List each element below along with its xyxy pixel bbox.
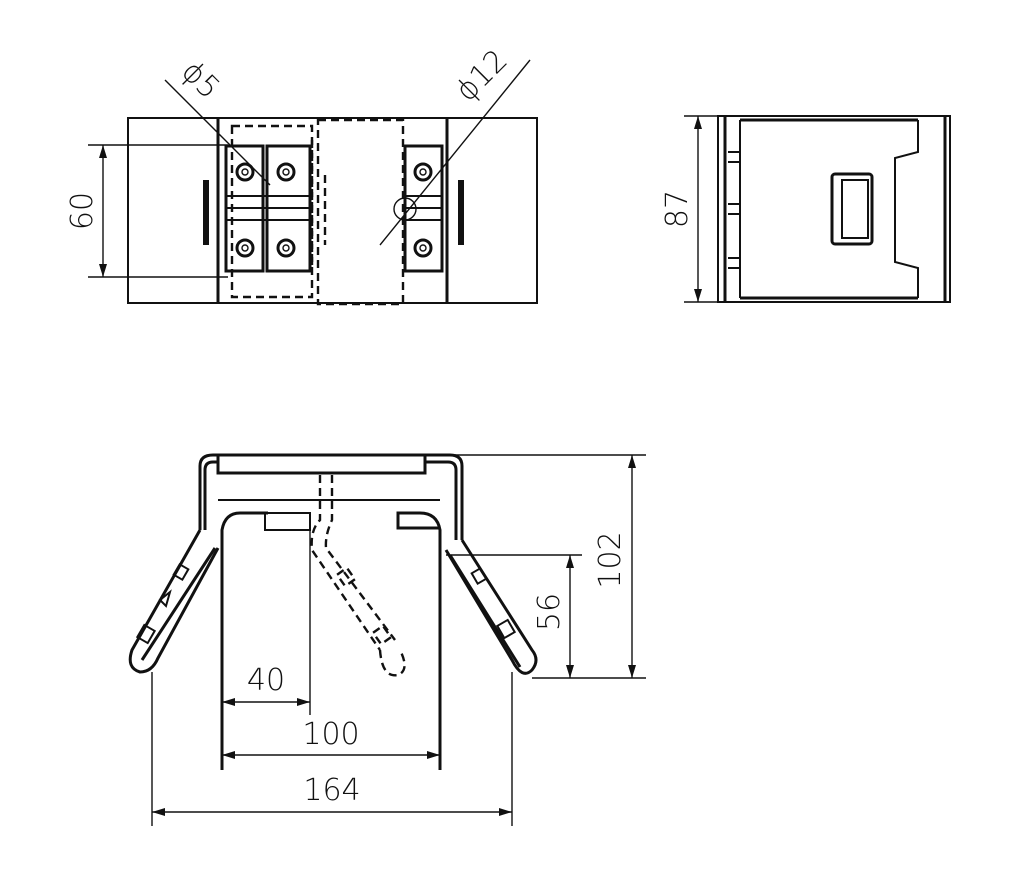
dim-width-100-label: 100 xyxy=(302,717,359,752)
side-view xyxy=(684,115,951,303)
dim-hole-large-label: ϕ12 xyxy=(449,43,515,109)
dim-height-60-label: 60 xyxy=(65,192,100,230)
dim-width-164-label: 164 xyxy=(303,773,360,808)
dim-hole-small-label: ϕ5 xyxy=(174,54,226,106)
dim-height-102-label: 102 xyxy=(593,531,628,588)
dim-height-56-label: 56 xyxy=(532,593,567,631)
dim-width-40-label: 40 xyxy=(247,663,285,698)
front-view xyxy=(128,453,646,826)
top-view xyxy=(88,59,538,306)
dim-height-87-label: 87 xyxy=(660,190,695,228)
